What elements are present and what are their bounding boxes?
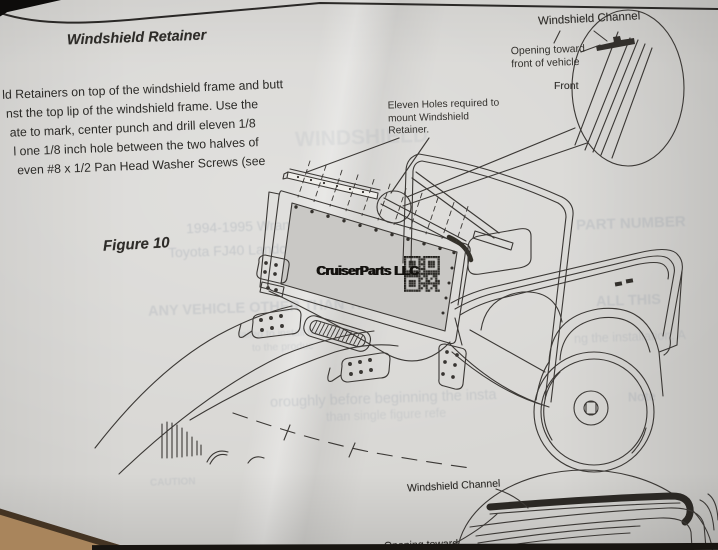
windshield-frame [259, 190, 474, 345]
grille [161, 421, 265, 465]
detail-callout-circle [376, 190, 412, 224]
hood-vent [303, 315, 372, 352]
bottom-inset [451, 469, 718, 550]
hinge-bracket [238, 308, 302, 339]
callout-line: front of vehicle [511, 55, 580, 71]
callout-eleven-holes: Eleven Holes required to mount Windshiel… [388, 98, 501, 139]
page-top-rule [0, 2, 718, 24]
hinge-bracket [327, 352, 391, 383]
channel-end-curl [446, 234, 474, 263]
roll-bar [402, 153, 574, 403]
callout-front: Front [554, 80, 579, 92]
rear-wheel [533, 307, 678, 473]
retainer-strip [282, 160, 469, 243]
bottom-inset-circle [457, 469, 713, 550]
top-inset-circle [571, 9, 685, 167]
drill-projection-lines [297, 160, 469, 243]
mounting-holes [294, 205, 456, 315]
body-tub [448, 228, 683, 408]
callout-opening-toward-bottom: Opening toward [383, 537, 459, 550]
qr-code [404, 256, 440, 292]
watermark-text: CruiserParts LLC [316, 263, 419, 278]
hood-centerline [232, 412, 471, 469]
bottom-inset-channel [486, 492, 694, 526]
figure-label: Figure 10 [102, 234, 171, 255]
vehicle-drawing [94, 127, 683, 475]
top-inset-channel-profile [596, 36, 635, 51]
top-inset [553, 9, 685, 167]
callout-opening-toward-top: Opening toward front of vehicle [511, 43, 586, 72]
